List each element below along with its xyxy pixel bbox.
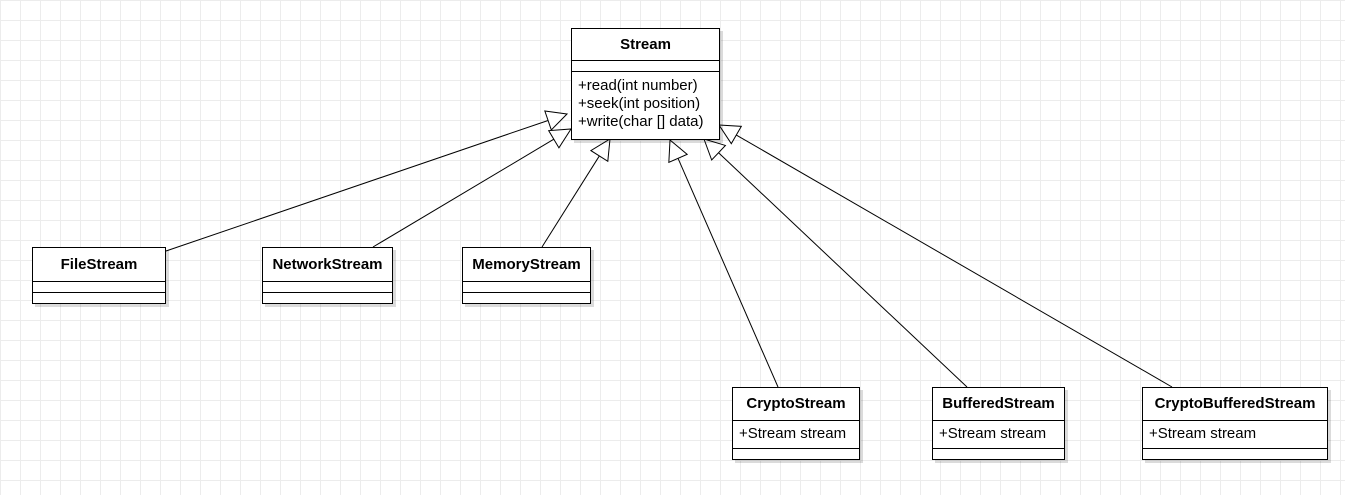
attribute-stream: +Stream stream: [1149, 425, 1257, 442]
operation-write: +write(char [] data): [578, 113, 704, 130]
inheritance-arrowhead-icon: [589, 138, 611, 163]
generalization-line-cryptostream[interactable]: [677, 158, 779, 388]
operation-read: +read(int number): [578, 77, 698, 94]
class-cryptobufferedstream-attributes: +Stream stream: [1143, 421, 1327, 449]
class-stream[interactable]: Stream +read(int number) +seek(int posit…: [571, 28, 720, 140]
class-cryptobufferedstream-name: CryptoBufferedStream: [1143, 388, 1327, 421]
class-cryptostream-name: CryptoStream: [733, 388, 859, 421]
attribute-stream: +Stream stream: [939, 425, 1047, 442]
operation-seek: +seek(int position): [578, 95, 701, 112]
inheritance-arrowhead-icon: [703, 138, 727, 161]
class-memorystream-operations: [463, 293, 590, 303]
class-filestream[interactable]: FileStream: [32, 247, 166, 304]
inheritance-arrowhead-icon: [668, 138, 689, 164]
class-memorystream-attributes: [463, 282, 590, 293]
class-bufferedstream[interactable]: BufferedStream +Stream stream: [932, 387, 1065, 460]
class-memorystream[interactable]: MemoryStream: [462, 247, 591, 304]
class-bufferedstream-operations: [933, 449, 1064, 459]
class-stream-attributes: [572, 61, 719, 72]
class-bufferedstream-name: BufferedStream: [933, 388, 1064, 421]
class-cryptostream-attributes: +Stream stream: [733, 421, 859, 449]
inheritance-arrowhead-icon: [547, 128, 572, 149]
class-cryptobufferedstream-operations: [1143, 449, 1327, 459]
class-networkstream[interactable]: NetworkStream: [262, 247, 393, 304]
class-bufferedstream-attributes: +Stream stream: [933, 421, 1064, 449]
inheritance-arrowhead-icon: [718, 124, 743, 145]
class-cryptostream-operations: [733, 449, 859, 459]
attribute-stream: +Stream stream: [739, 425, 847, 442]
generalization-line-bufferedstream[interactable]: [718, 152, 968, 388]
generalization-line-filestream[interactable]: [165, 119, 549, 252]
class-cryptobufferedstream[interactable]: CryptoBufferedStream +Stream stream: [1142, 387, 1328, 460]
class-networkstream-name: NetworkStream: [263, 248, 392, 282]
class-stream-operations: +read(int number) +seek(int position) +w…: [572, 72, 719, 131]
class-filestream-name: FileStream: [33, 248, 165, 282]
generalization-line-memorystream[interactable]: [541, 155, 600, 248]
class-filestream-operations: [33, 293, 165, 303]
class-memorystream-name: MemoryStream: [463, 248, 590, 282]
class-cryptostream[interactable]: CryptoStream +Stream stream: [732, 387, 860, 460]
class-filestream-attributes: [33, 282, 165, 293]
class-networkstream-attributes: [263, 282, 392, 293]
class-stream-name: Stream: [572, 29, 719, 61]
class-networkstream-operations: [263, 293, 392, 303]
generalization-line-networkstream[interactable]: [372, 138, 555, 248]
generalization-line-cryptobufferedstream[interactable]: [736, 134, 1173, 388]
inheritance-arrowhead-icon: [544, 110, 569, 131]
